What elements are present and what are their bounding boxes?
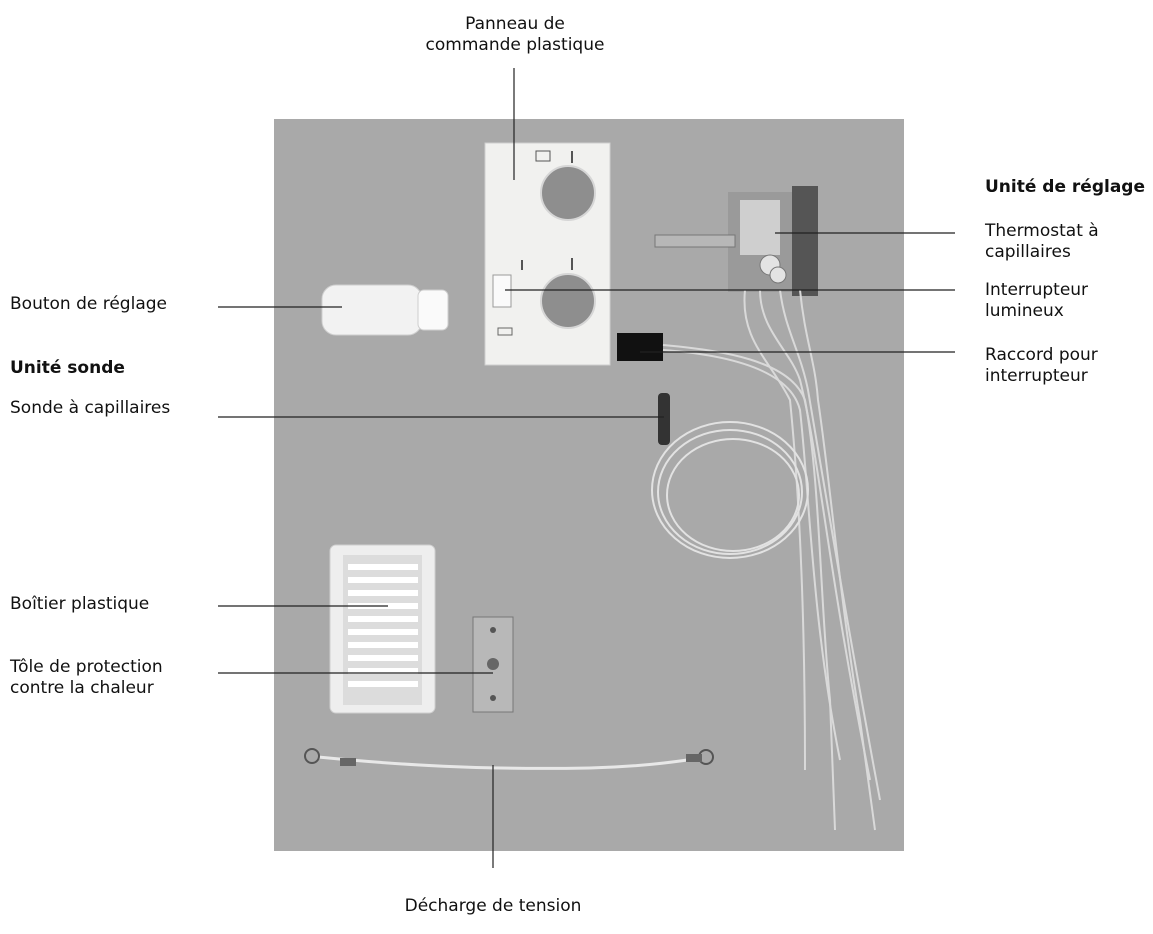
label-interrupteur-line2: lumineux — [985, 301, 1064, 321]
label-bouton: Bouton de réglage — [10, 294, 167, 314]
adjustment-knob — [321, 284, 449, 336]
label-tole-line1: Tôle de protection — [10, 657, 163, 677]
label-unite-sonde: Unité sonde — [10, 358, 125, 378]
label-panneau: Panneau de commande plastique — [400, 14, 630, 56]
label-panneau-line2: commande plastique — [425, 35, 605, 55]
label-thermostat-line2: capillaires — [985, 242, 1071, 262]
label-raccord: Raccord pour interrupteur — [985, 345, 1098, 387]
label-tole-line2: contre la chaleur — [10, 678, 154, 698]
label-unite-reglage: Unité de réglage — [985, 177, 1146, 197]
switch-connector — [617, 333, 663, 361]
capillary-probe — [658, 393, 670, 445]
strain-relief — [304, 748, 714, 770]
label-panneau-line1: Panneau de — [465, 14, 565, 34]
heat-shield-plate — [472, 616, 514, 713]
label-raccord-line2: interrupteur — [985, 366, 1088, 386]
label-interrupteur: Interrupteur lumineux — [985, 280, 1088, 322]
label-sonde: Sonde à capillaires — [10, 398, 171, 418]
control-panel — [484, 142, 611, 366]
label-raccord-line1: Raccord pour — [985, 345, 1098, 365]
label-decharge: Décharge de tension — [404, 896, 582, 916]
wire-bundle — [662, 289, 881, 831]
capillary-coil — [651, 421, 809, 559]
plastic-housing — [329, 544, 436, 714]
label-tole: Tôle de protection contre la chaleur — [10, 657, 163, 699]
leader-lines — [218, 68, 955, 868]
label-interrupteur-line1: Interrupteur — [985, 280, 1089, 300]
label-thermostat-line1: Thermostat à — [985, 221, 1099, 241]
thermostat-unit — [654, 186, 818, 296]
label-boitier: Boîtier plastique — [10, 594, 150, 614]
label-thermostat: Thermostat à capillaires — [985, 221, 1099, 263]
